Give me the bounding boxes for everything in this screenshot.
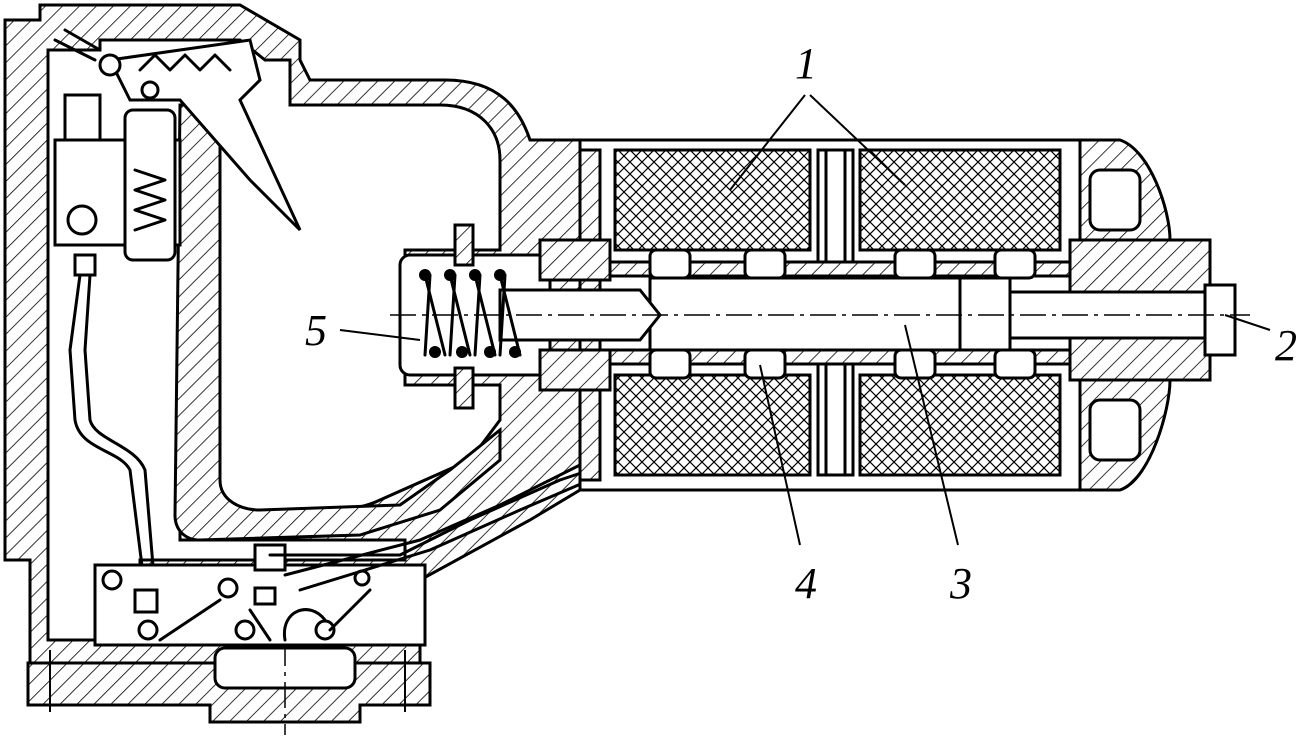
callout-2: 2	[1275, 321, 1297, 370]
armature	[648, 248, 1037, 380]
callout-5: 5	[305, 306, 327, 355]
end-plug	[1001, 238, 1237, 382]
coil-right-bottom	[858, 373, 1062, 477]
coil-left-bottom	[613, 373, 812, 477]
terminal-block	[93, 458, 592, 647]
coil-right-top	[858, 148, 1062, 252]
callout-3: 3	[949, 559, 972, 608]
lever-mechanism	[53, 28, 302, 592]
seal-rings	[648, 248, 1037, 380]
callout-1: 1	[795, 39, 817, 88]
callout-4: 4	[795, 559, 817, 608]
leader-lines	[339, 94, 1271, 546]
coil-left-top	[613, 148, 812, 252]
